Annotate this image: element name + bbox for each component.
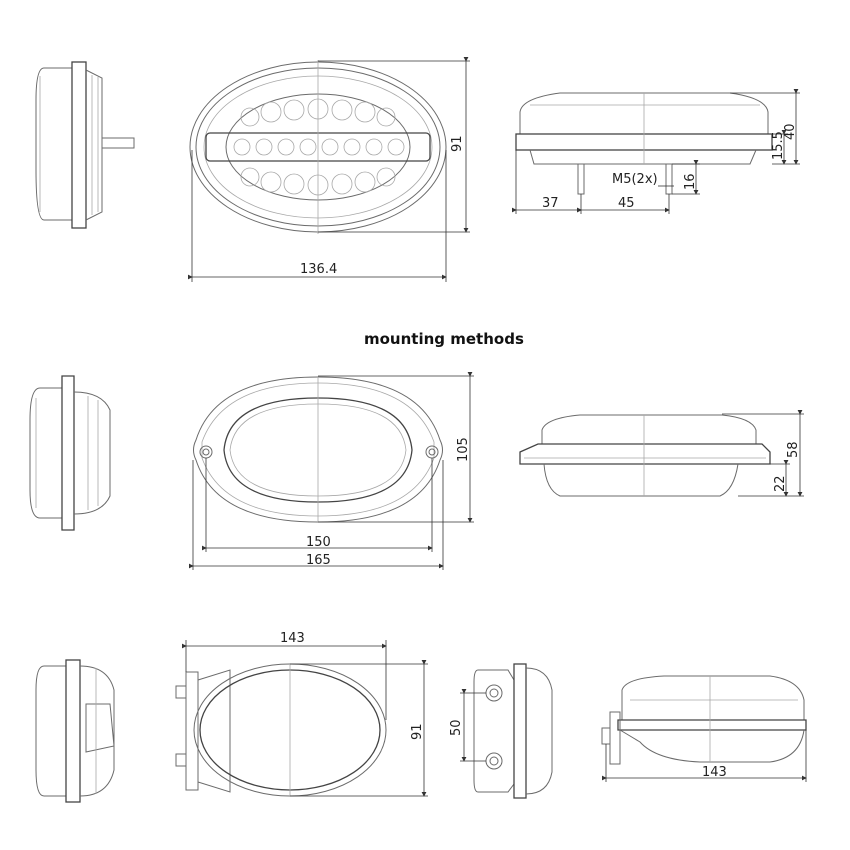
stud-length-label: 16	[683, 173, 698, 190]
flange-hole-spacing-label: 150	[306, 535, 331, 550]
front-width-label: 136.4	[300, 262, 337, 277]
side-total-height-label: 40	[783, 123, 798, 140]
lamp-front-view-flange	[193, 376, 443, 523]
dimension-flange-height: 105	[318, 372, 474, 523]
dimension-side-heights: 40 15.5	[730, 89, 800, 165]
lamp-side-view-bracket-right	[601, 675, 807, 765]
flange-height-label: 105	[456, 437, 471, 462]
flange-width-label: 165	[306, 553, 331, 568]
dimension-front-width: 136.4	[188, 150, 447, 282]
bracket-side-width-label: 143	[702, 765, 727, 780]
lamp-side-view-bracket-left	[35, 659, 115, 803]
dimension-bracket: 143 91	[182, 631, 428, 797]
stud-spacing-label: 45	[618, 196, 635, 211]
bracket-stud-spacing-label: 50	[449, 719, 464, 736]
dimension-flange-side: 58 22	[722, 410, 804, 497]
front-height-label: 91	[450, 135, 465, 152]
lamp-side-view-flange-right	[519, 414, 771, 497]
side-lower-height-label: 15.5	[771, 131, 786, 160]
lamp-side-view-top-left	[35, 61, 135, 229]
lamp-side-view-flange	[29, 375, 111, 531]
lamp-rear-view-bracket	[473, 663, 553, 799]
led-array	[233, 98, 405, 196]
stud-label: M5(2x)	[612, 172, 658, 187]
lamp-front-view-bracket	[175, 663, 387, 797]
dimension-flange-widths: 150 165	[189, 458, 444, 570]
bracket-height-label: 91	[410, 723, 425, 740]
flange-lower-height-label: 22	[773, 475, 788, 492]
dimension-bracket-side: 143	[602, 730, 807, 782]
dimension-stud-positions: 37 45	[512, 150, 670, 214]
dimension-stud: M5(2x) 16	[612, 160, 700, 195]
dimension-bracket-studs: 50	[449, 689, 486, 762]
lamp-front-view	[189, 60, 447, 234]
bracket-width-label: 143	[280, 631, 305, 646]
flange-side-height-label: 58	[786, 441, 801, 458]
section-heading: mounting methods	[364, 330, 524, 348]
stud-offset-label: 37	[542, 196, 559, 211]
dimension-front-height: 91	[318, 57, 470, 233]
